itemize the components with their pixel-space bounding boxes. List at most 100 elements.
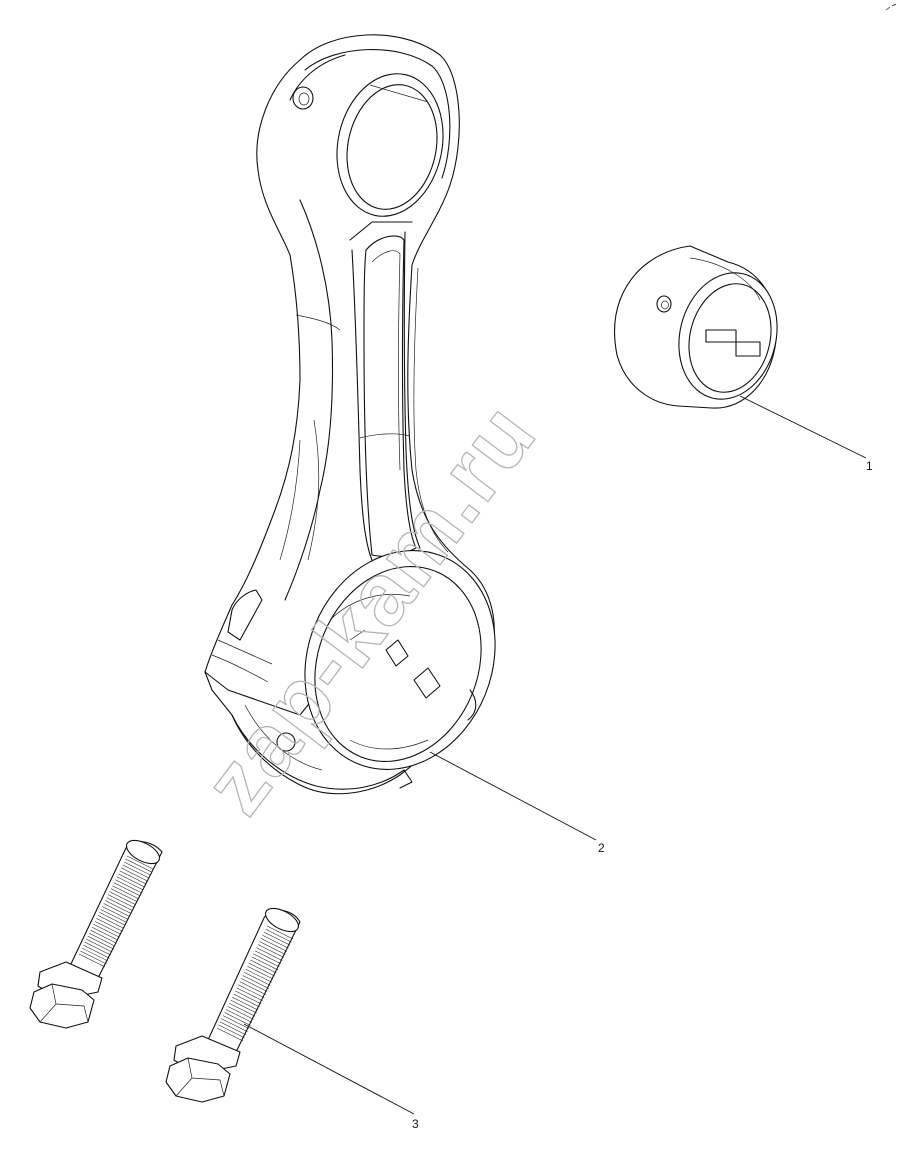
thread-line (224, 1012, 251, 1026)
thread-line (232, 996, 259, 1011)
leader-1 (739, 395, 867, 459)
bore-edge-line (369, 84, 429, 103)
thread-line (89, 932, 116, 947)
beam-lower-fillet (359, 433, 411, 439)
beam-left-edge (284, 199, 334, 601)
small-end-bore-inner (346, 84, 438, 210)
thread-line (119, 870, 146, 885)
bearing-slot-3 (349, 629, 366, 641)
cap-right-tab (399, 769, 413, 789)
cap-bolt-boss (276, 732, 296, 752)
thread-line (78, 953, 106, 968)
thread-line (99, 912, 126, 926)
thread-line (245, 969, 272, 983)
thread-line (105, 900, 132, 914)
thread-line (238, 984, 265, 998)
bushing-oil-hole-inner (661, 300, 669, 310)
callout-1[interactable]: 1 (866, 459, 873, 473)
thread-line (254, 950, 282, 964)
thread-line (112, 885, 139, 899)
cap-lower-rim (231, 714, 405, 790)
thread-line (115, 879, 142, 894)
big-end-split-line (204, 671, 313, 716)
bolt-right-head-facet (175, 1057, 225, 1097)
callout-3[interactable]: 3 (412, 1117, 419, 1131)
thread-line (109, 891, 136, 905)
thread-line (97, 915, 125, 929)
thread-line (83, 944, 110, 959)
thread-line (93, 924, 120, 938)
leader-3 (243, 1023, 415, 1115)
thread-line (113, 882, 141, 896)
thread-line (125, 858, 152, 873)
thread-line (241, 978, 268, 992)
thread-line (81, 947, 109, 962)
thread-line (87, 935, 114, 950)
thread-line (121, 867, 148, 882)
thread-line (110, 888, 138, 902)
thread-line (225, 1009, 253, 1023)
bolt-left-thread (78, 855, 154, 968)
connecting-rod-bolt-right[interactable] (165, 904, 302, 1103)
oil-hole-inner (298, 92, 310, 106)
thread-line (91, 927, 119, 941)
bushing-oil-groove (705, 329, 761, 357)
beam-right-edge (413, 267, 449, 553)
bolt-left-tip (126, 839, 160, 865)
thread-line (103, 903, 130, 917)
callout-2[interactable]: 2 (598, 841, 605, 855)
thread-line (102, 906, 129, 920)
thread-line (123, 861, 151, 876)
thread-line (222, 1015, 250, 1029)
oil-hole (292, 86, 314, 110)
thread-line (219, 1021, 247, 1036)
thread-line (107, 894, 135, 908)
thread-line (218, 1024, 245, 1039)
beam-web-left (351, 249, 373, 561)
thread-line (221, 1018, 248, 1032)
thread-line (253, 953, 280, 968)
thread-line (228, 1003, 256, 1017)
bolt-right-tip (265, 907, 299, 933)
beam-channel (363, 235, 417, 557)
thread-line (122, 864, 149, 879)
bearing-lower-edge (349, 739, 429, 750)
thread-line (100, 909, 127, 923)
thread-line (265, 928, 292, 943)
thread-line (259, 941, 286, 955)
connecting-rod-bolt-left[interactable] (29, 836, 163, 1029)
corner-mark (885, 3, 897, 11)
thread-line (257, 944, 285, 958)
beam-channel-inner (371, 250, 401, 471)
small-end-bushing[interactable] (614, 245, 790, 410)
big-end-cap-left (227, 589, 263, 641)
bushing-oil-hole (656, 295, 672, 313)
thread-line (236, 987, 263, 1002)
big-end-face-2 (217, 639, 273, 665)
thread-line (263, 931, 291, 946)
bolt-right-thread (216, 925, 294, 1042)
thread-line (86, 938, 113, 953)
thread-line (266, 925, 294, 940)
thread-line (227, 1006, 254, 1020)
thread-line (216, 1027, 244, 1042)
thread-line (230, 999, 257, 1014)
big-end-lug (467, 689, 477, 721)
beam-web-right (403, 231, 421, 549)
thread-line (233, 993, 260, 1008)
thread-line (118, 873, 145, 888)
thread-line (106, 897, 133, 911)
thread-line (242, 975, 269, 989)
thread-line (116, 876, 143, 891)
thread-line (239, 981, 266, 995)
beam-left-rib-2 (279, 439, 301, 561)
thread-line (126, 855, 154, 870)
thread-line (94, 921, 122, 935)
beam-left-fillet (295, 314, 341, 331)
thread-line (80, 950, 107, 965)
thread-line (90, 929, 117, 944)
connecting-rod[interactable] (204, 34, 527, 798)
small-end-rim (304, 49, 451, 179)
